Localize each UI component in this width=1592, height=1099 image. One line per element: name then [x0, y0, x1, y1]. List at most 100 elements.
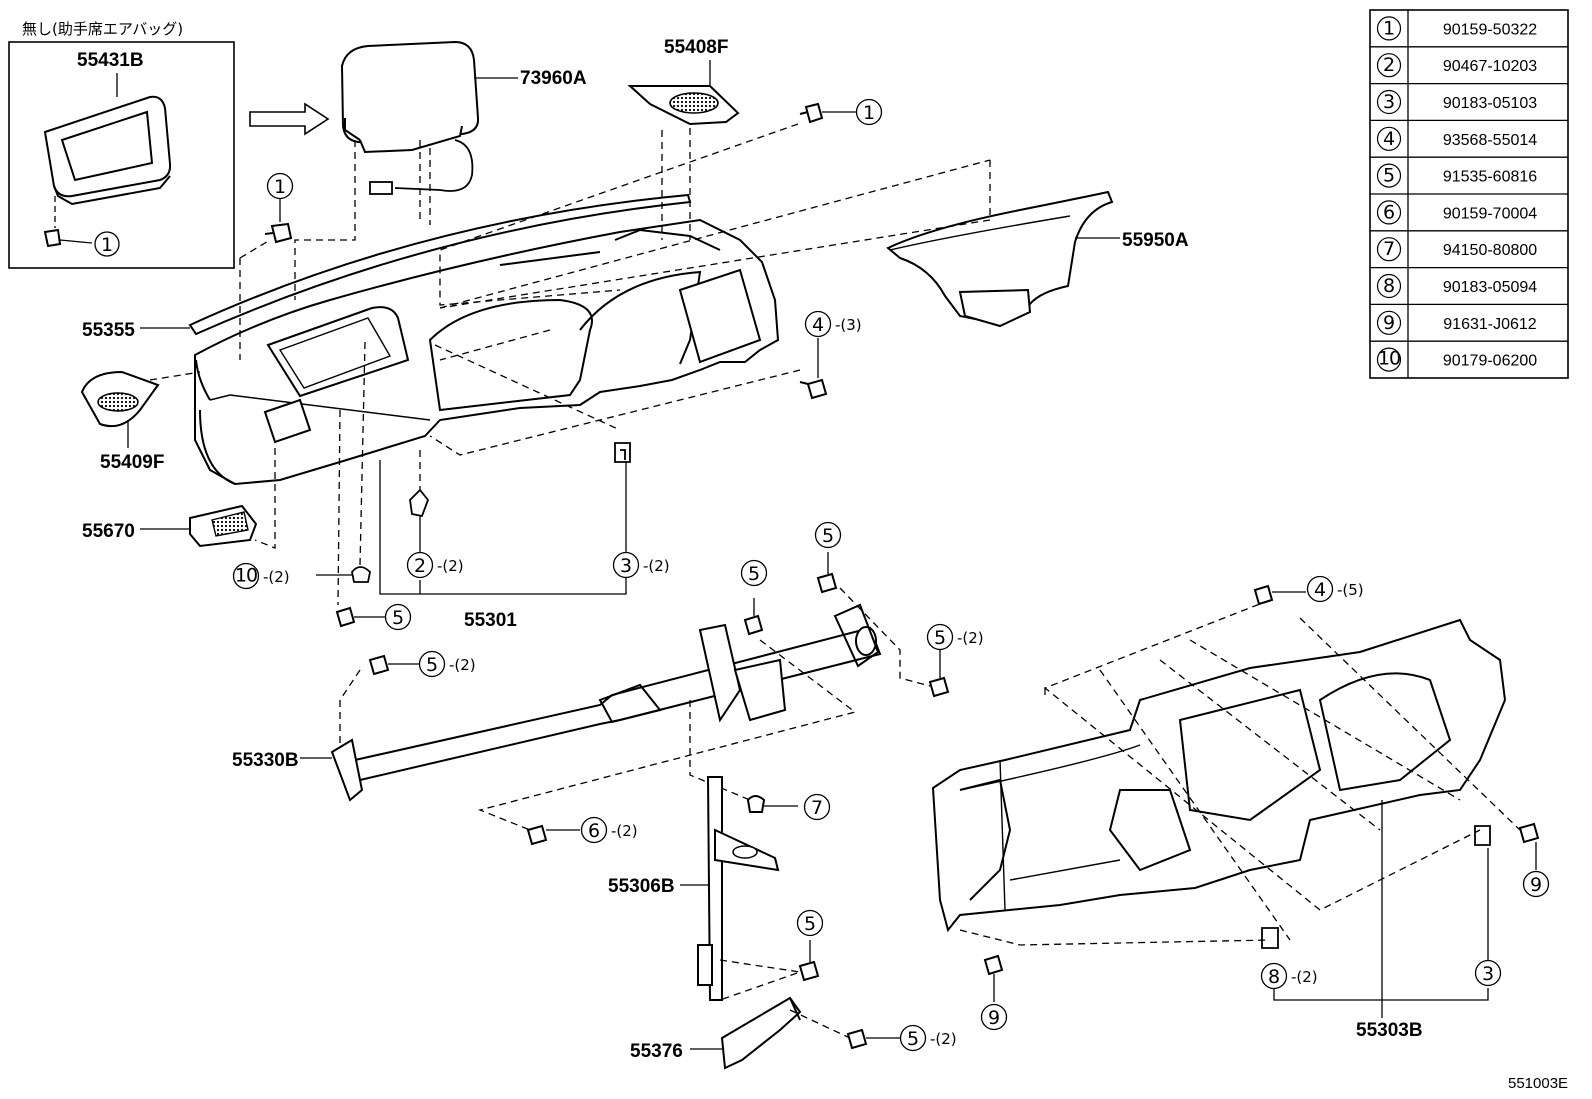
- table-ref-number: 10: [1378, 348, 1400, 370]
- callout-c5c: 5: [814, 521, 842, 549]
- table-part-number: 91535-60816: [1443, 169, 1537, 186]
- table-ref-number: 3: [1383, 91, 1395, 113]
- callout-c5e: 5-(2): [418, 650, 476, 678]
- callout-quantity: -(2): [957, 629, 984, 647]
- table-part-number: 91631-J0612: [1443, 316, 1537, 333]
- clip-nut-icon: [1261, 927, 1279, 949]
- grommet-icon: [351, 566, 371, 583]
- table-ref-number: 6: [1383, 201, 1395, 223]
- screw-icon: [1253, 584, 1274, 606]
- callout-number: 7: [811, 797, 823, 819]
- callout-number: 9: [988, 1007, 1000, 1029]
- callout-c7: 7: [803, 793, 831, 821]
- reinforcement-frame-55303B: [931, 618, 1507, 933]
- guide-lines: [339, 587, 931, 831]
- table-row: 7 94150-80800: [1376, 237, 1537, 262]
- glovebox-trim-55431B: [43, 95, 172, 206]
- part-label-55330B: 55330B: [232, 750, 299, 771]
- part-label-55306B: 55306B: [608, 876, 675, 897]
- screw-icon: [368, 654, 390, 676]
- part-label-55431B: 55431B: [77, 50, 144, 71]
- callout-number: 2: [414, 555, 426, 577]
- clip-nut-icon: [614, 442, 631, 463]
- callout-quantity: -(2): [1291, 968, 1318, 986]
- callout-number: 3: [620, 555, 632, 577]
- clip-nut-icon: [1474, 825, 1491, 846]
- screw-icon: [798, 960, 820, 982]
- callout-number: 5: [934, 627, 946, 649]
- screw-icon: [264, 198, 293, 244]
- callout-quantity: -(2): [449, 656, 476, 674]
- callout-quantity: -(3): [835, 316, 862, 334]
- screw-icon: [799, 102, 857, 124]
- callout-number: 8: [1268, 966, 1280, 988]
- callout-number: 6: [588, 820, 600, 842]
- table-ref-number: 9: [1383, 312, 1395, 334]
- callout-quantity: -(2): [930, 1030, 957, 1048]
- callout-number: 10: [235, 565, 257, 587]
- callout-number: 5: [822, 525, 834, 547]
- callout-c9b: 9: [980, 1003, 1008, 1031]
- callout-c4b: 4-(5): [1306, 575, 1364, 603]
- variant-box: 無し(助手席エアバッグ) 55431B 1: [8, 20, 235, 269]
- part-label-55950A: 55950A: [1122, 230, 1189, 251]
- table-ref-number: 4: [1383, 128, 1395, 150]
- screw-icon: [983, 954, 1004, 976]
- screw-icon: [526, 824, 548, 846]
- callout-c6: 6 -(2): [580, 816, 638, 844]
- callout-quantity: -(2): [611, 822, 638, 840]
- dashboard-panel-55301: [188, 193, 780, 486]
- screw-icon: [743, 614, 764, 636]
- guide-lines: [959, 599, 1521, 946]
- callout-quantity: -(2): [643, 557, 670, 575]
- callout-number: 4: [1314, 579, 1326, 601]
- callout-variant-1: 1: [94, 231, 120, 257]
- screw-icon: [335, 606, 356, 628]
- speaker-cover-55409F: [80, 370, 160, 428]
- callout-c5b: 5: [740, 559, 768, 587]
- table-row: 10 90179-06200: [1376, 347, 1537, 372]
- table-part-number: 90179-06200: [1443, 353, 1537, 370]
- part-label-55355: 55355: [82, 320, 135, 341]
- table-part-number: 94150-80800: [1443, 242, 1537, 259]
- table-ref-number: 1: [1383, 17, 1395, 39]
- callout-c8: 8 -(2): [1260, 962, 1318, 990]
- screw-icon: [928, 676, 950, 698]
- part-label-55670: 55670: [82, 521, 135, 542]
- callout-number: 5: [907, 1028, 919, 1050]
- screw-icon: [816, 572, 838, 594]
- callout-c1b: 1: [266, 172, 294, 200]
- callout-c2: 2-(2): [406, 551, 464, 579]
- table-part-number: 90159-50322: [1443, 21, 1537, 38]
- air-vent-55670: [189, 504, 258, 548]
- figure-code: 551003E: [1508, 1075, 1568, 1092]
- part-label-73960A: 73960A: [520, 68, 587, 89]
- part-label-55301: 55301: [464, 610, 517, 631]
- replacement-arrow-icon: [249, 102, 330, 136]
- callout-c3a: 3 -(2): [612, 551, 670, 579]
- screw-icon: [799, 338, 828, 400]
- table-ref-number: 2: [1383, 54, 1395, 76]
- callouts: 114-(3)10-(2)2-(2)3-(2)5555-(2)5-(2)4-(5…: [232, 98, 1550, 1052]
- callout-number: 9: [1530, 874, 1542, 896]
- part-label-55303B: 55303B: [1356, 1020, 1423, 1041]
- defroster-duct-55950A: [886, 190, 1114, 328]
- table-row: 4 93568-55014: [1376, 126, 1537, 151]
- callout-number: 4: [812, 314, 824, 336]
- callout-c1a: 1: [855, 98, 883, 126]
- table-row: 1 90159-50322: [1376, 16, 1537, 41]
- table-part-number: 90159-70004: [1443, 205, 1537, 222]
- callout-c5f: 5: [796, 909, 824, 937]
- table-ref-number: 7: [1383, 238, 1395, 260]
- bracket-55376: [720, 996, 802, 1070]
- callout-c5g: 5 -(2): [899, 1024, 957, 1052]
- table-row: 5 91535-60816: [1376, 163, 1537, 188]
- screw-icon: [846, 1028, 868, 1050]
- speaker-cover-55408F: [627, 85, 740, 126]
- table-ref-number: 5: [1383, 165, 1395, 187]
- table-part-number: 93568-55014: [1443, 132, 1537, 149]
- callout-number: 3: [1482, 963, 1494, 985]
